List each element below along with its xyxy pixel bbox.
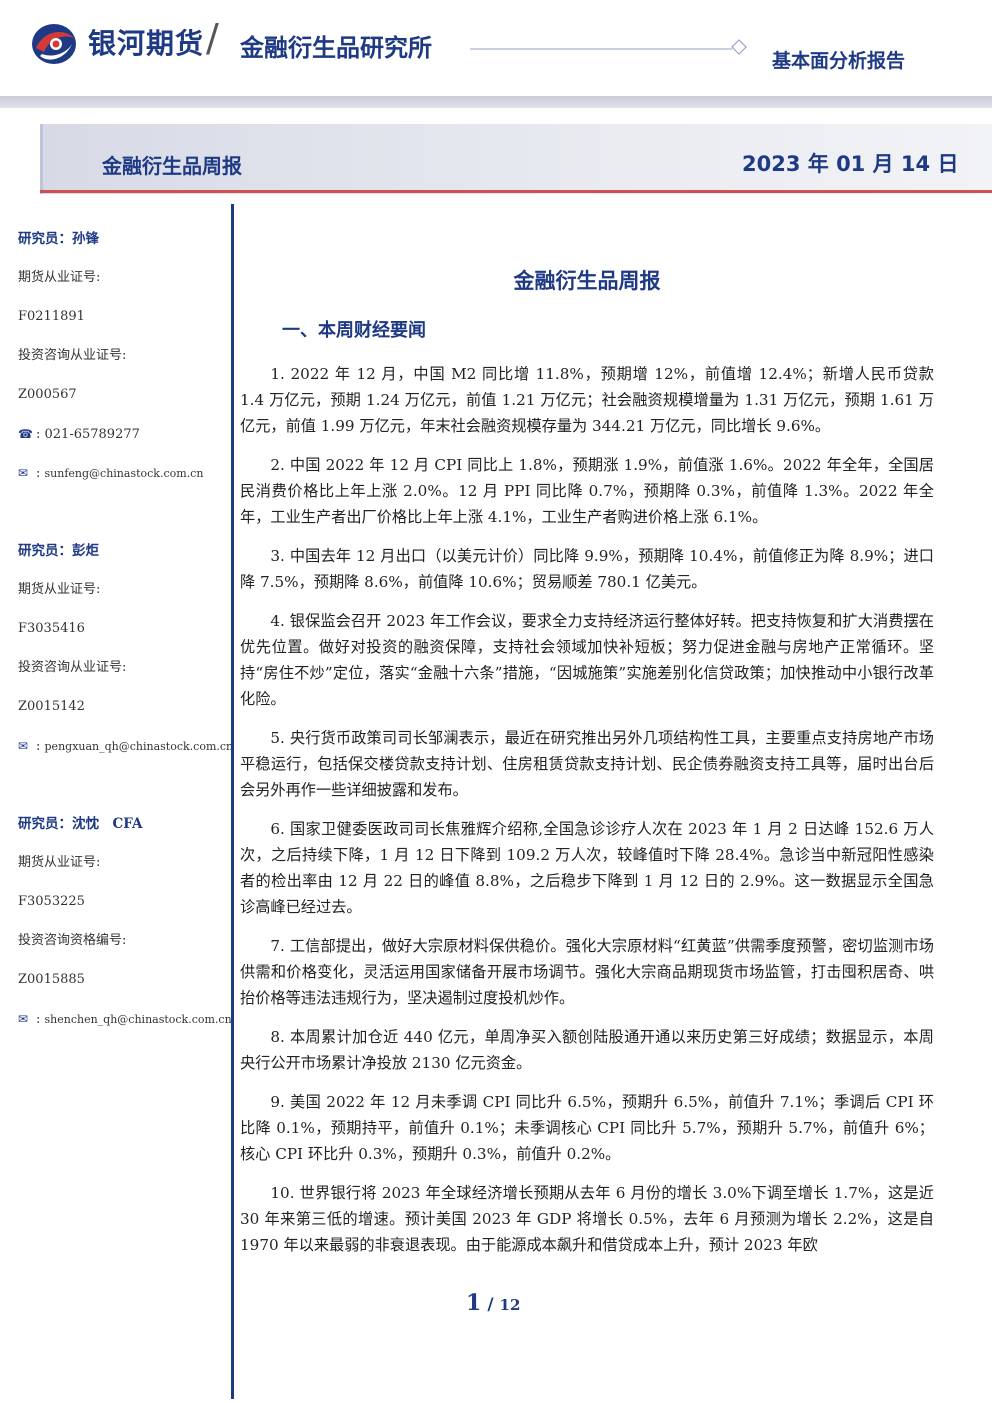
header-decoration — [470, 39, 747, 55]
envelope-icon: ✉ — [18, 1012, 29, 1026]
news-paragraph: 7. 工信部提出，做好大宗原材料保供稳价。强化大宗原材料“红黄蓝”供需季度预警，… — [240, 937, 934, 1007]
news-paragraph: 1. 2022 年 12 月，中国 M2 同比增 11.8%，预期增 12%，前… — [240, 365, 934, 435]
institute-name: 金融衍生品研究所 — [240, 34, 432, 62]
license-label: 期货从业证号: — [18, 855, 101, 870]
header-divider-band — [0, 96, 992, 108]
advisory-label: 投资咨询资格编号: — [18, 933, 127, 948]
researcher-card: 研究员：彭炬 期货从业证号: F3035416 投资咨询从业证号: Z00151… — [18, 540, 233, 813]
researcher-card: 研究员：孙锋 期货从业证号: F0211891 投资咨询从业证号: Z00056… — [18, 228, 230, 540]
advisory-number: Z000567 — [18, 387, 77, 402]
news-paragraph: 4. 银保监会召开 2023 年工作会议，要求全力支持经济运行整体好转。把支持恢… — [240, 612, 934, 708]
advisory-number: Z0015142 — [18, 699, 85, 714]
license-label: 期货从业证号: — [18, 582, 101, 597]
researcher-card: 研究员：沈忱 CFA 期货从业证号: F3053225 投资咨询资格编号: Z0… — [18, 813, 232, 1047]
phone-icon: ☎ — [18, 427, 33, 441]
license-number: F3053225 — [18, 894, 85, 909]
report-date: 2023 年 01 月 14 日 — [742, 152, 959, 176]
advisory-label: 投资咨询从业证号: — [18, 348, 127, 363]
phone-number: 021-65789277 — [44, 427, 140, 442]
page-current: 1 — [466, 1290, 482, 1316]
news-paragraph: 3. 中国去年 12 月出口（以美元计价）同比降 9.9%，预期降 10.4%，… — [240, 547, 934, 591]
news-paragraph: 8. 本周累计加仓近 440 亿元，单周净买入额创陆股通开通以来历史第三好成绩；… — [240, 1028, 934, 1072]
email-row: ✉: shenchen_qh@chinastock.com.cn — [18, 1008, 232, 1047]
envelope-icon: ✉ — [18, 739, 29, 753]
news-paragraph: 2. 中国 2022 年 12 月 CPI 同比上 1.8%，预期涨 1.9%，… — [240, 456, 934, 526]
researcher-name: 研究员：孙锋 — [18, 231, 99, 247]
envelope-icon: ✉ — [18, 466, 29, 480]
email-link[interactable]: shenchen_qh@chinastock.com.cn — [44, 1013, 232, 1026]
news-paragraph: 5. 央行货币政策司司长邹澜表示，最近在研究推出另外几项结构性工具，主要重点支持… — [240, 729, 934, 799]
license-number: F0211891 — [18, 309, 85, 324]
phone-row: ☎: 021-65789277 — [18, 423, 230, 462]
page-separator: / — [487, 1295, 494, 1315]
email-row: ✉: pengxuan_qh@chinastock.com.cn — [18, 735, 233, 774]
brand-slash: / — [206, 16, 219, 60]
report-series-title: 金融衍生品周报 — [102, 154, 242, 178]
page-total: 12 — [499, 1296, 521, 1314]
researcher-sidebar: 研究员：孙锋 期货从业证号: F0211891 投资咨询从业证号: Z00056… — [18, 228, 233, 1047]
license-label: 期货从业证号: — [18, 270, 101, 285]
news-paragraph: 6. 国家卫健委医政司司长焦雅辉介绍称,全国急诊诊疗人次在 2023 年 1 月… — [240, 820, 934, 916]
report-type: 基本面分析报告 — [772, 50, 906, 72]
title-bar-underline — [40, 190, 992, 193]
main-content: 金融衍生品周报 一、本周财经要闻 1. 2022 年 12 月，中国 M2 同比… — [240, 266, 934, 1271]
advisory-label: 投资咨询从业证号: — [18, 660, 127, 675]
email-link[interactable]: pengxuan_qh@chinastock.com.cn — [44, 740, 234, 753]
researcher-name: 研究员：彭炬 — [18, 543, 99, 559]
sidebar-divider — [231, 204, 234, 1399]
title-bar — [40, 124, 992, 194]
galaxy-futures-logo — [32, 24, 76, 64]
brand-name: 银河期货 — [88, 27, 205, 60]
license-number: F3035416 — [18, 621, 85, 636]
page-header: 银河期货 / 金融衍生品研究所 基本面分析报告 — [0, 0, 992, 100]
page-title: 金融衍生品周报 — [513, 269, 661, 293]
news-paragraph: 9. 美国 2022 年 12 月未季调 CPI 同比升 6.5%，预期升 6.… — [240, 1093, 934, 1163]
news-paragraph: 10. 世界银行将 2023 年全球经济增长预期从去年 6 月份的增长 3.0%… — [240, 1184, 934, 1254]
researcher-name: 研究员：沈忱 CFA — [18, 816, 143, 832]
page-number: 1/ 12 — [466, 1290, 520, 1316]
email-link[interactable]: sunfeng@chinastock.com.cn — [44, 467, 204, 480]
title-bar-edge — [40, 124, 43, 194]
section-heading: 一、本周财经要闻 — [282, 320, 426, 341]
advisory-number: Z0015885 — [18, 972, 85, 987]
email-row: ✉: sunfeng@chinastock.com.cn — [18, 462, 230, 501]
